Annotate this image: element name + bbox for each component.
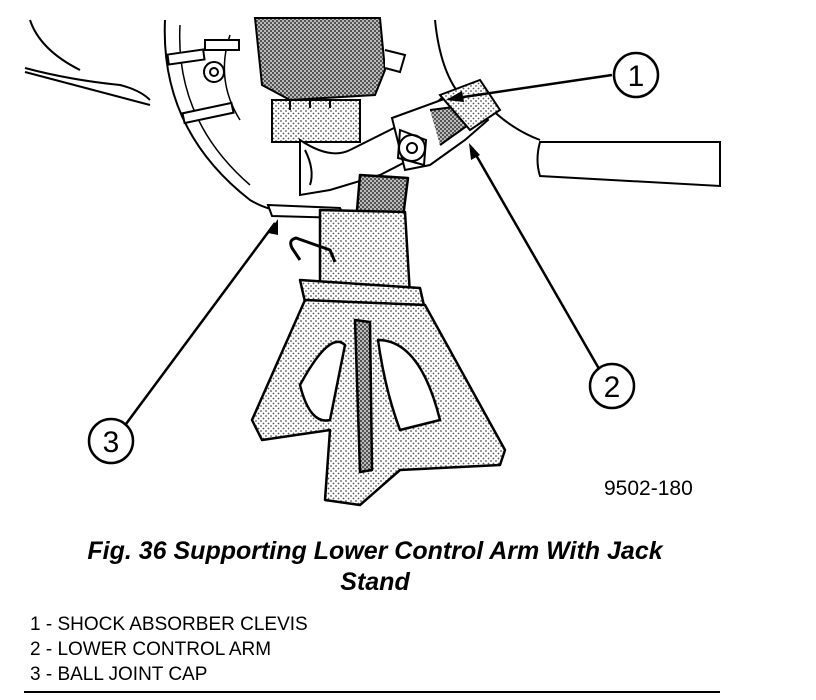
figure-caption-line-1: Fig. 36 Supporting Lower Control Arm Wit… (87, 537, 663, 565)
callout-1: 1 (612, 51, 660, 99)
brake-caliper (253, 17, 407, 143)
jack-stand (250, 173, 507, 507)
figure-number: 9502-180 (604, 477, 693, 500)
legend-item: 3 - BALL JOINT CAP (30, 664, 208, 685)
callout-3-label: 3 (103, 426, 120, 459)
callout-1-label: 1 (628, 60, 645, 93)
legend-item: 2 - LOWER CONTROL ARM (30, 639, 272, 660)
shock-absorber-clevis (396, 78, 502, 167)
figure-caption-line-2: Stand (340, 568, 410, 596)
leader-lines (121, 73, 613, 429)
callout-3: 3 (87, 417, 135, 465)
callout-2: 2 (588, 362, 636, 410)
callout-2-label: 2 (604, 371, 621, 404)
leader-arrowheads (268, 91, 480, 235)
legend-item: 1 - SHOCK ABSORBER CLEVIS (30, 614, 308, 635)
suspension-illustration: 1 2 3 9502-180 (24, 17, 721, 507)
wheel-studs (166, 39, 240, 125)
parts-legend: 1 - SHOCK ABSORBER CLEVIS 2 - LOWER CONT… (30, 612, 308, 687)
frame-rail (536, 141, 721, 188)
vehicle-body (24, 19, 151, 106)
bottom-divider (24, 691, 720, 693)
